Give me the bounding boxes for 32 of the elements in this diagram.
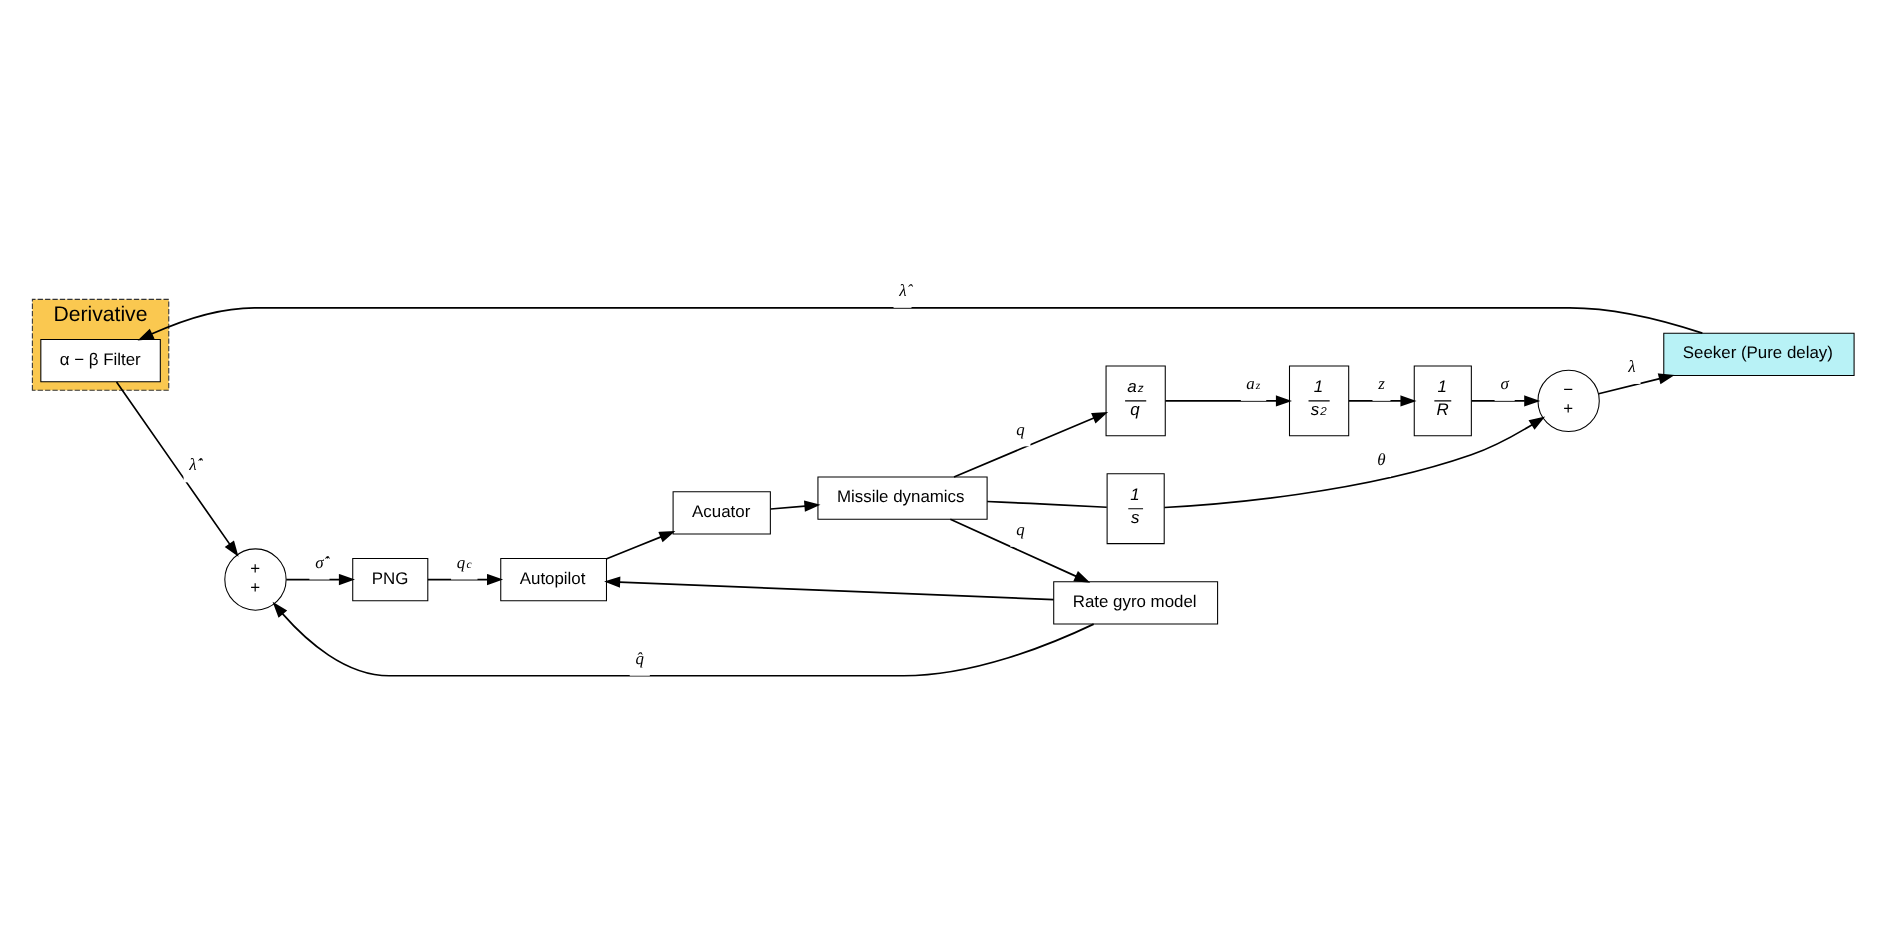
arrow [427, 572, 504, 585]
arrow [115, 380, 239, 556]
arrow [604, 575, 1055, 600]
arrow [1348, 394, 1417, 406]
node-box: α − β Filter [40, 338, 161, 382]
node-box: 1 s [1106, 472, 1165, 544]
node-box: Missile dynamics [817, 475, 988, 519]
arrow [1163, 415, 1546, 508]
edge-label: q [1016, 417, 1025, 438]
node-box: 1 R [1413, 364, 1472, 436]
edge-label: q̂ [635, 646, 644, 667]
arrow [1597, 372, 1675, 394]
arrow [285, 572, 355, 585]
arrow [1470, 394, 1541, 406]
arrow [769, 499, 821, 511]
arrow [605, 530, 676, 559]
node-box: Seeker (Pure delay) [1663, 331, 1855, 376]
arrow [1164, 394, 1292, 406]
edge-label: σ [1500, 372, 1509, 393]
edge-label: θ [1377, 448, 1386, 469]
node-circle: − + [1537, 368, 1600, 432]
arrow [949, 517, 1091, 582]
connector [986, 499, 1108, 508]
node-circle: + + [224, 547, 287, 610]
node-box: Autopilot [500, 556, 607, 601]
arrow [137, 306, 1704, 340]
edge-label: q [1016, 517, 1025, 538]
node-box: Rate gyro model [1053, 580, 1219, 624]
node-box: PNG [352, 556, 429, 601]
edge-label: λ [1628, 355, 1636, 376]
edge-label: z [1378, 372, 1385, 393]
node-box: Acuator [672, 490, 771, 534]
